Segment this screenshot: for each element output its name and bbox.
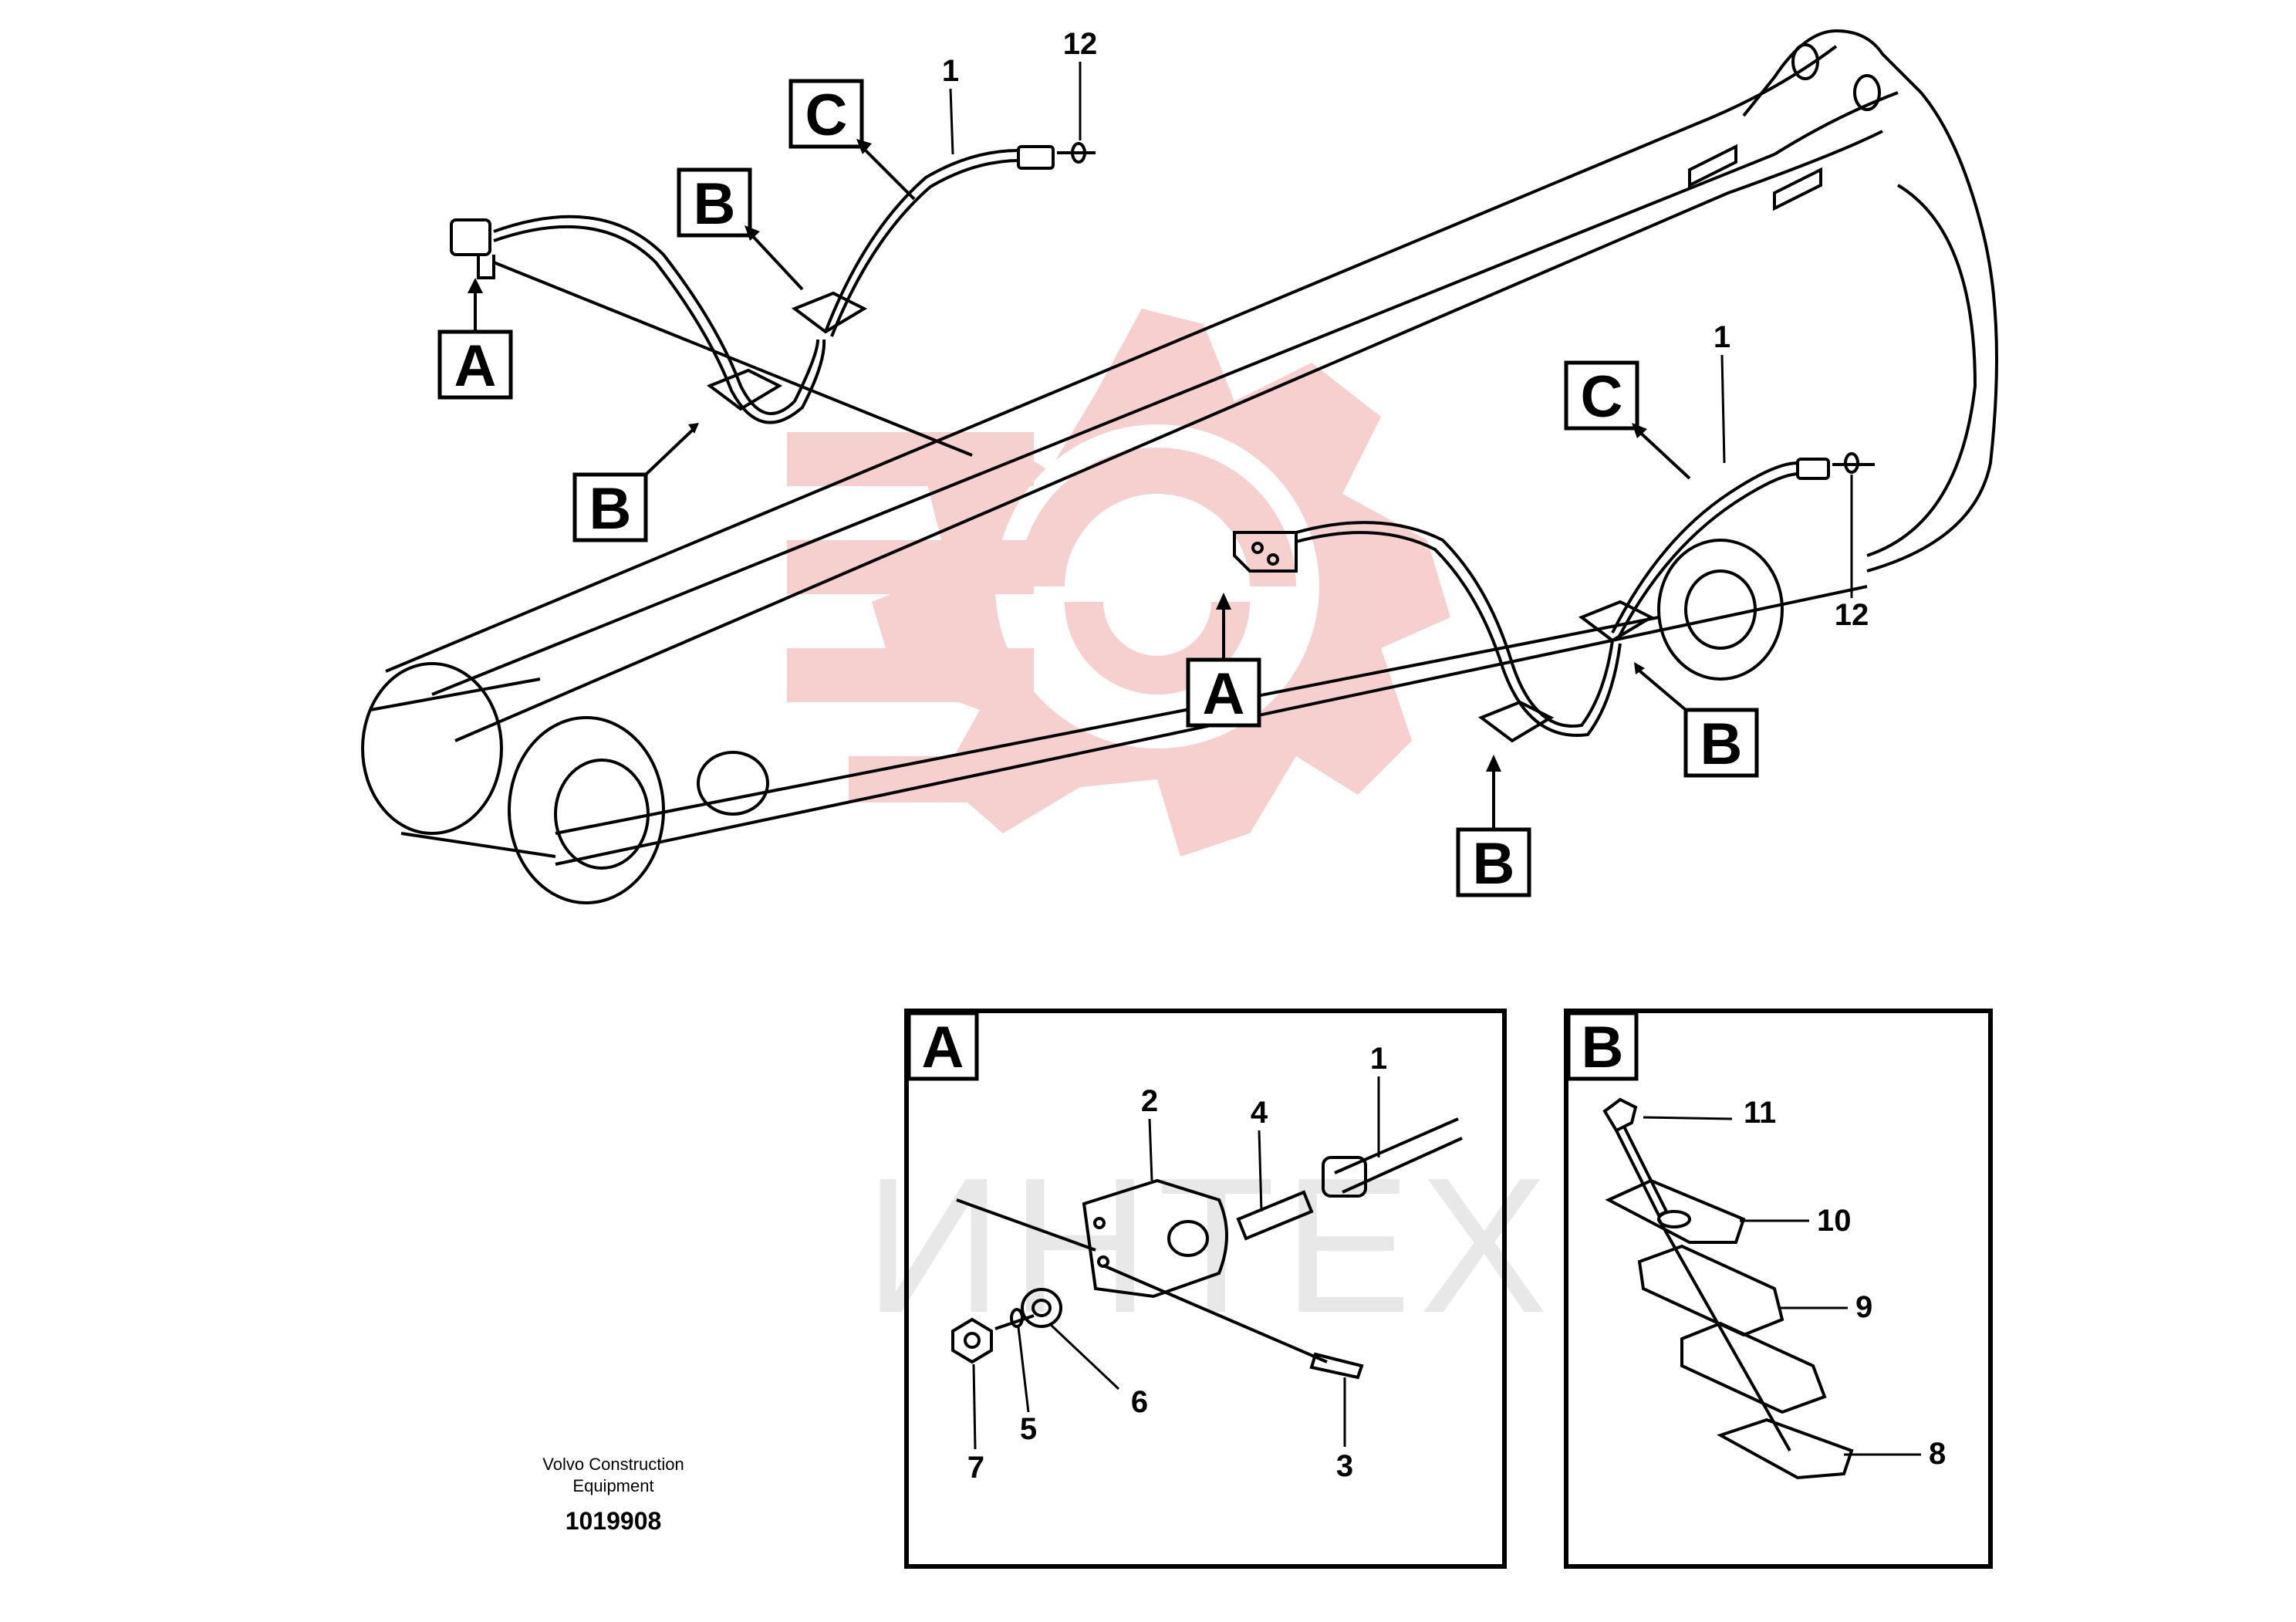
svg-text:A: A <box>454 333 497 399</box>
svg-text:B: B <box>1473 831 1515 897</box>
callout-a-right: A <box>1186 593 1261 728</box>
svg-text:7: 7 <box>967 1451 984 1485</box>
watermark-gear-logo <box>787 309 1450 857</box>
caption-line-1: Volvo Construction <box>542 1455 684 1474</box>
callout-b-upper-top: B <box>677 167 804 291</box>
svg-text:12: 12 <box>1835 598 1869 632</box>
hose-assembly-right <box>1233 452 1875 743</box>
svg-text:1: 1 <box>1370 1042 1387 1076</box>
svg-text:2: 2 <box>1141 1084 1158 1118</box>
svg-text:A: A <box>922 1015 964 1080</box>
callout-b-right-lower: B <box>1456 755 1531 897</box>
detail-b-parts <box>1602 1097 1854 1480</box>
part-labels-main: 12 1 1 12 <box>942 27 1869 632</box>
svg-text:12: 12 <box>1063 27 1098 61</box>
callout-c-upper: C <box>788 79 916 201</box>
svg-text:11: 11 <box>1744 1096 1776 1130</box>
svg-text:B: B <box>694 171 736 237</box>
detail-b-panel: B 11 10 9 8 <box>1564 1009 1993 1569</box>
svg-text:6: 6 <box>1131 1385 1148 1419</box>
svg-text:10: 10 <box>1817 1204 1852 1238</box>
hose-assembly-left <box>450 142 1096 457</box>
svg-text:B: B <box>1700 711 1743 777</box>
svg-text:9: 9 <box>1855 1290 1872 1324</box>
svg-text:B: B <box>1582 1015 1624 1080</box>
caption-line-2: Equipment <box>572 1476 653 1495</box>
callout-c-right: C <box>1564 360 1691 480</box>
svg-text:A: A <box>1203 661 1245 727</box>
svg-text:1: 1 <box>942 54 959 88</box>
svg-text:C: C <box>1581 364 1623 430</box>
callout-a-upper: A <box>437 278 513 400</box>
svg-text:C: C <box>805 83 848 148</box>
callout-b-right: B <box>1634 662 1759 778</box>
svg-text:8: 8 <box>1929 1437 1946 1471</box>
detail-a-panel: A 1 2 <box>904 1009 1507 1569</box>
svg-text:1: 1 <box>1714 320 1730 354</box>
svg-text:B: B <box>589 476 632 542</box>
drawing-caption: Volvo Construction Equipment 1019908 <box>542 1455 684 1535</box>
svg-text:3: 3 <box>1336 1449 1353 1483</box>
detail-a-parts <box>951 1117 1463 1380</box>
svg-text:5: 5 <box>1020 1412 1037 1446</box>
svg-text:4: 4 <box>1251 1096 1268 1130</box>
document-number: 1019908 <box>566 1507 662 1535</box>
callout-b-upper-bottom: B <box>572 423 699 542</box>
